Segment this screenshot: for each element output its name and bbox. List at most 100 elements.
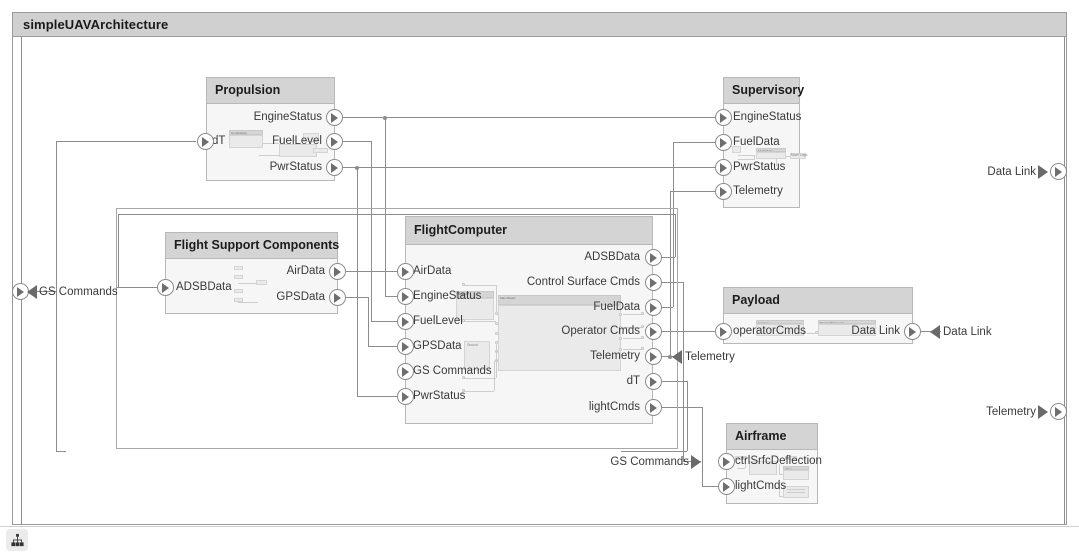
port-airframe-in-lightcmds[interactable]	[718, 478, 735, 495]
port-supervisory-in-fueldata[interactable]	[715, 134, 732, 151]
port-fc-out-ctrlsurface[interactable]	[645, 274, 662, 291]
component-payload[interactable]: Payload Camera PayloadData Link	[723, 287, 913, 344]
line-ctrlsrfc-stub	[661, 282, 683, 283]
root-port-telemetry[interactable]	[1050, 403, 1067, 420]
port-label-propulsion-enginestatus: EngineStatus	[253, 111, 322, 123]
root-port-data-link[interactable]	[1050, 163, 1067, 180]
port-propulsion-out-enginestatus[interactable]	[326, 109, 343, 126]
signal-label-gs-commands: GS Commands	[610, 456, 689, 468]
port-airframe-in-ctrlsrfcdeflection[interactable]	[718, 453, 735, 470]
port-fc-in-gpsdata[interactable]	[397, 338, 414, 355]
line-fuellevel-stub	[343, 141, 371, 142]
line-adsbout-across	[118, 214, 675, 215]
port-fc-out-telemetry[interactable]	[645, 348, 662, 365]
port-supervisory-in-telemetry[interactable]	[715, 183, 732, 200]
port-label-fsc-adsbdata: ADSBData	[176, 281, 232, 293]
line-enginestatus-main	[343, 117, 715, 118]
line-gscmd-bottom	[56, 451, 66, 452]
line-lightcmds-stub	[661, 407, 702, 408]
signal-flag-data-link	[930, 325, 940, 339]
port-fc-out-lightcmds[interactable]	[645, 399, 662, 416]
port-label-airframe-ctrlsrfcdeflection: ctrlSrfcDeflection	[735, 455, 822, 467]
component-supervisory[interactable]: Supervisory FlightMode Mode Logic	[723, 77, 807, 208]
port-fsc-out-airdata[interactable]	[329, 263, 346, 280]
root-port-gs-commands-label: GS Commands	[39, 286, 118, 298]
line-operatorcmds	[661, 331, 715, 332]
port-label-fc-out-adsbdata: ADSBData	[584, 251, 640, 263]
line-lightcmds-to-af	[702, 486, 718, 487]
line-rootport-mid	[1064, 171, 1065, 411]
junction-telemetry	[668, 354, 672, 359]
port-fc-in-fuellevel[interactable]	[397, 313, 414, 330]
port-fc-in-enginestatus[interactable]	[397, 288, 414, 305]
port-label-fc-out-telemetry: Telemetry	[590, 350, 640, 362]
line-adsbout-up	[675, 214, 676, 257]
line-adsbout-stub	[661, 257, 675, 258]
line-pwrstatus-down	[357, 167, 358, 396]
port-fc-in-airdata[interactable]	[397, 263, 414, 280]
hierarchy-icon[interactable]	[6, 529, 28, 551]
root-port-gs-commands-flag	[27, 285, 37, 299]
model-title-bar: simpleUAVArchitecture	[12, 12, 1067, 37]
line-gpsdata-down	[368, 297, 369, 346]
root-port-telemetry-label: Telemetry	[986, 406, 1036, 418]
port-label-supervisory-telemetry: Telemetry	[733, 185, 783, 197]
port-fc-in-pwrstatus[interactable]	[397, 388, 414, 405]
port-payload-out-datalink[interactable]	[904, 323, 921, 340]
port-propulsion-out-fuellevel[interactable]	[326, 133, 343, 150]
line-enginestatus-down	[385, 117, 386, 296]
signal-label-data-link: Data Link	[943, 326, 992, 338]
component-supervisory-title: Supervisory	[724, 78, 804, 104]
line-gpsdata-to-fc	[368, 346, 397, 347]
line-gscmd-vert	[56, 141, 57, 451]
component-flightcomputer-title: FlightComputer	[406, 217, 652, 245]
line-rootport-gscmd-up	[21, 37, 22, 291]
port-fc-out-dt[interactable]	[645, 373, 662, 390]
port-fc-out-fueldata[interactable]	[645, 299, 662, 316]
signal-flag-telemetry	[672, 350, 682, 364]
line-enginestatus-to-fc	[385, 296, 397, 297]
port-fc-out-adsbdata[interactable]	[645, 249, 662, 266]
line-dt-left	[621, 451, 687, 452]
line-pwrstatus-main	[343, 167, 715, 168]
line-rootport-gscmd-down	[21, 291, 22, 524]
port-label-fc-in-pwrstatus: PwrStatus	[413, 390, 466, 402]
line-fueldata-stub	[661, 307, 673, 308]
component-payload-title: Payload	[724, 288, 912, 314]
line-dt-stub	[661, 381, 687, 382]
port-supervisory-in-enginestatus[interactable]	[715, 109, 732, 126]
root-port-data-link-flag	[1038, 165, 1048, 179]
component-flight-support-components[interactable]: Flight Support Components	[165, 232, 339, 314]
line-telemetry-to-sup	[670, 191, 715, 192]
line-gscmd-to-dt	[56, 141, 196, 142]
port-label-fc-in-fuellevel: FuelLevel	[413, 315, 463, 327]
port-propulsion-in-dt[interactable]	[197, 133, 214, 150]
line-pwrstatus-to-fc	[357, 396, 397, 397]
port-label-fc-in-gpsdata: GPSData	[413, 340, 462, 352]
port-fsc-out-gpsdata[interactable]	[329, 289, 346, 306]
line-ctrlsrfc-down	[683, 282, 684, 461]
port-label-propulsion-fuellevel: FuelLevel	[272, 135, 322, 147]
signal-flag-gs-commands	[691, 455, 701, 469]
line-telemetry-up	[670, 191, 671, 356]
port-label-airframe-lightcmds: lightCmds	[735, 480, 787, 492]
line-gpsdata-stub	[346, 297, 368, 298]
port-propulsion-out-pwrstatus[interactable]	[326, 159, 343, 176]
line-adsb-in	[116, 287, 157, 288]
port-label-propulsion-dt: dT	[212, 135, 226, 147]
uav-platform-group[interactable]	[116, 208, 678, 449]
port-fsc-in-adsbdata[interactable]	[157, 279, 174, 296]
port-payload-in-operatorcmds[interactable]	[715, 323, 732, 340]
port-label-fc-out-ctrlsurface: Control Surface Cmds	[526, 276, 640, 288]
port-label-fc-in-enginestatus: EngineStatus	[413, 290, 482, 302]
port-label-fc-out-lightcmds: lightCmds	[588, 401, 640, 413]
line-lightcmds-down	[702, 407, 703, 486]
line-airdata	[346, 271, 397, 272]
line-dt-down	[687, 381, 688, 451]
port-fc-in-gscommands[interactable]	[397, 363, 414, 380]
port-label-supervisory-enginestatus: EngineStatus	[733, 111, 802, 123]
line-fueldata-to-sup	[673, 142, 715, 143]
port-fc-out-operatorcmds[interactable]	[645, 323, 662, 340]
port-supervisory-in-pwrstatus[interactable]	[715, 159, 732, 176]
